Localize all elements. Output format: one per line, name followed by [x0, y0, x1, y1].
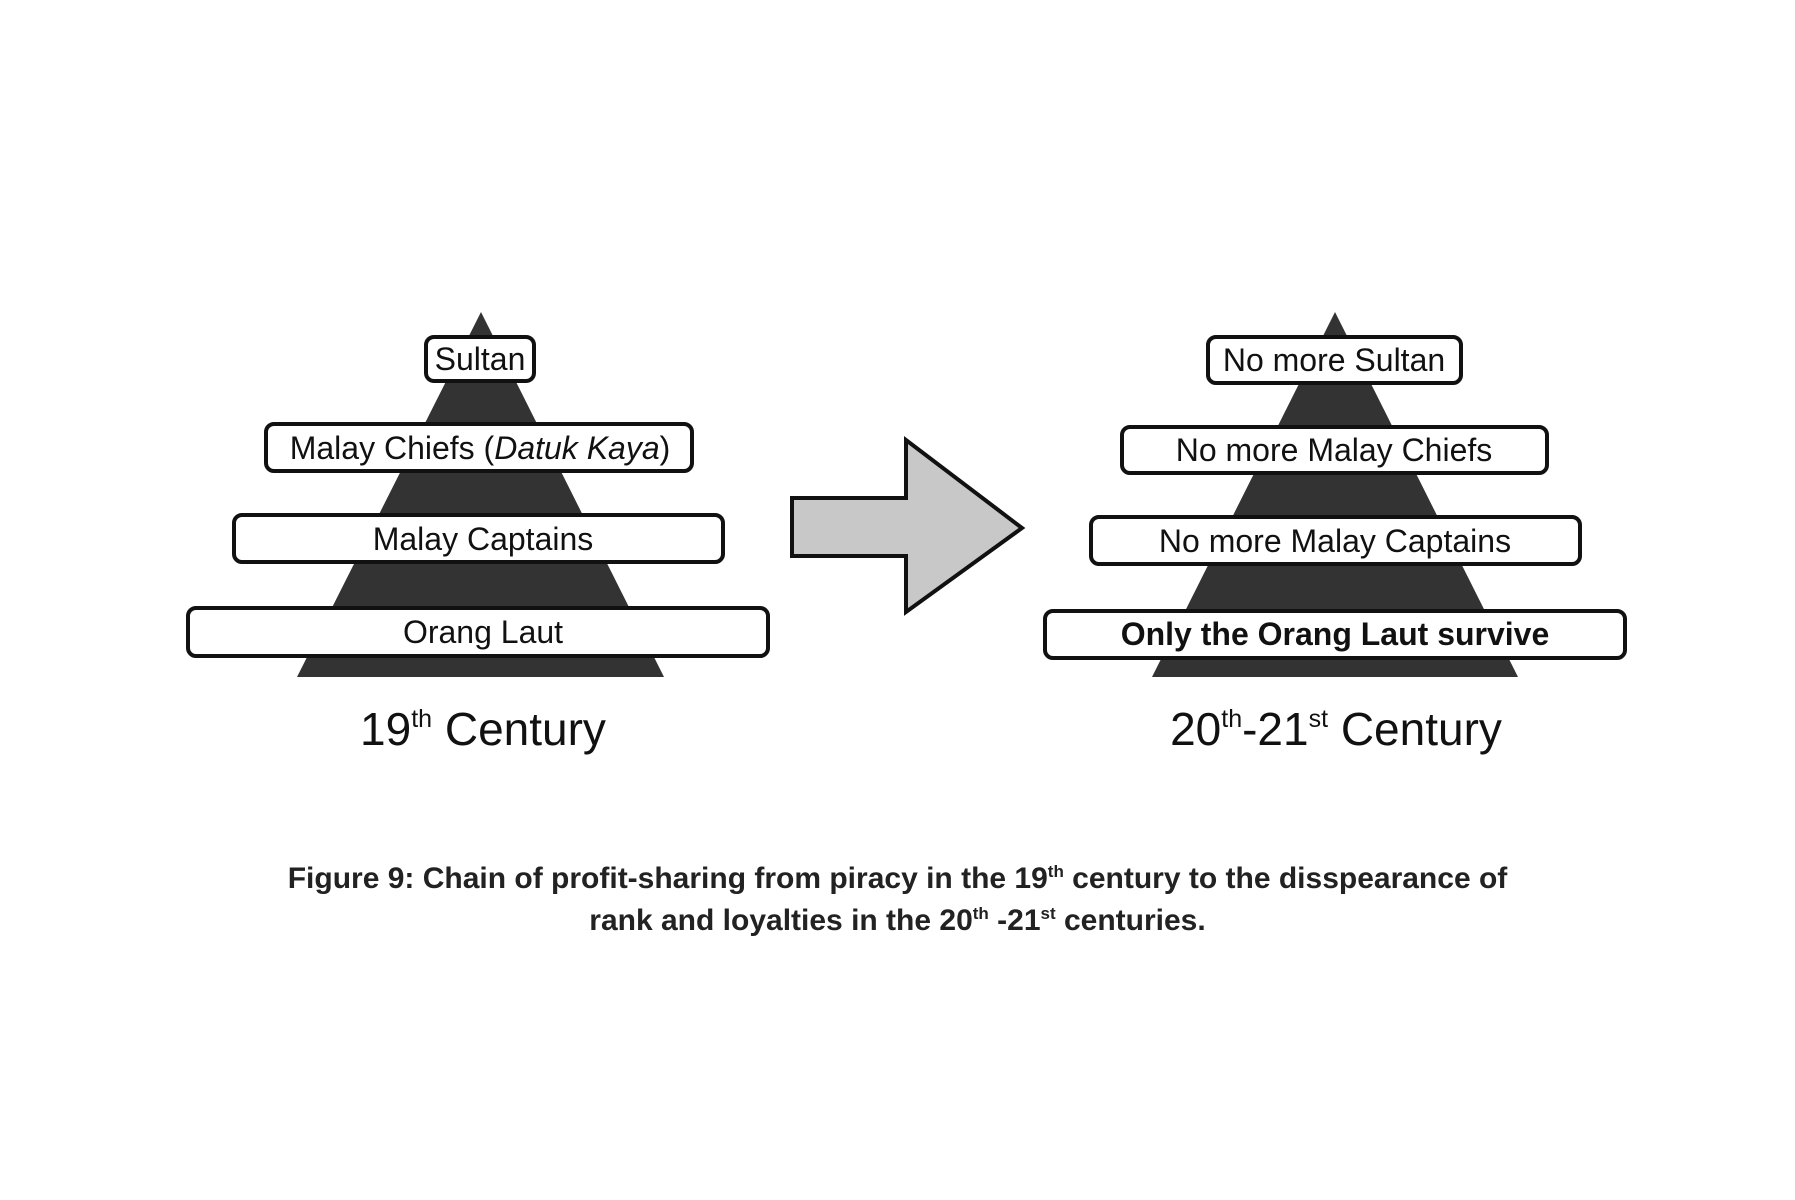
right-tier-sultan-label: No more Sultan: [1223, 342, 1445, 378]
right-pyramid-triangle: [1152, 312, 1518, 677]
right-tier-orang-laut: Only the Orang Laut survive: [1043, 609, 1627, 660]
left-tier-sultan-label: Sultan: [435, 341, 526, 377]
transition-arrow: [790, 435, 1026, 616]
left-tier-chiefs: Malay Chiefs (Datuk Kaya): [264, 422, 694, 473]
left-tier-sultan: Sultan: [424, 335, 536, 383]
right-tier-chiefs: No more Malay Chiefs: [1120, 425, 1549, 475]
left-tier-orang-laut: Orang Laut: [186, 606, 770, 658]
left-pyramid-triangle: [297, 312, 664, 677]
caption-line-1: Figure 9: Chain of profit-sharing from p…: [287, 862, 1508, 895]
right-tier-sultan: No more Sultan: [1206, 335, 1463, 385]
right-tier-orang-laut-label: Only the Orang Laut survive: [1121, 616, 1550, 652]
right-tier-chiefs-label: No more Malay Chiefs: [1176, 432, 1493, 468]
left-tier-chiefs-label: Malay Chiefs (Datuk Kaya): [290, 430, 671, 466]
left-tier-captains-label: Malay Captains: [373, 521, 594, 557]
right-pyramid: No more Sultan No more Malay Chiefs No m…: [1043, 312, 1627, 755]
right-era-label: 20th-21st Century: [1170, 703, 1502, 755]
left-tier-orang-laut-label: Orang Laut: [403, 614, 563, 650]
datuk-kaya-label: Datuk Kaya: [494, 430, 659, 466]
left-era-label: 19th Century: [360, 703, 606, 755]
right-tier-captains-label: No more Malay Captains: [1159, 523, 1511, 559]
caption-line-2: rank and loyalties in the 20th -21st cen…: [589, 904, 1206, 937]
figure-caption: Figure 9: Chain of profit-sharing from p…: [0, 858, 1795, 942]
left-tier-captains: Malay Captains: [232, 513, 725, 564]
left-pyramid: Sultan Malay Chiefs (Datuk Kaya) Malay C…: [186, 312, 770, 755]
right-tier-captains: No more Malay Captains: [1089, 515, 1582, 566]
